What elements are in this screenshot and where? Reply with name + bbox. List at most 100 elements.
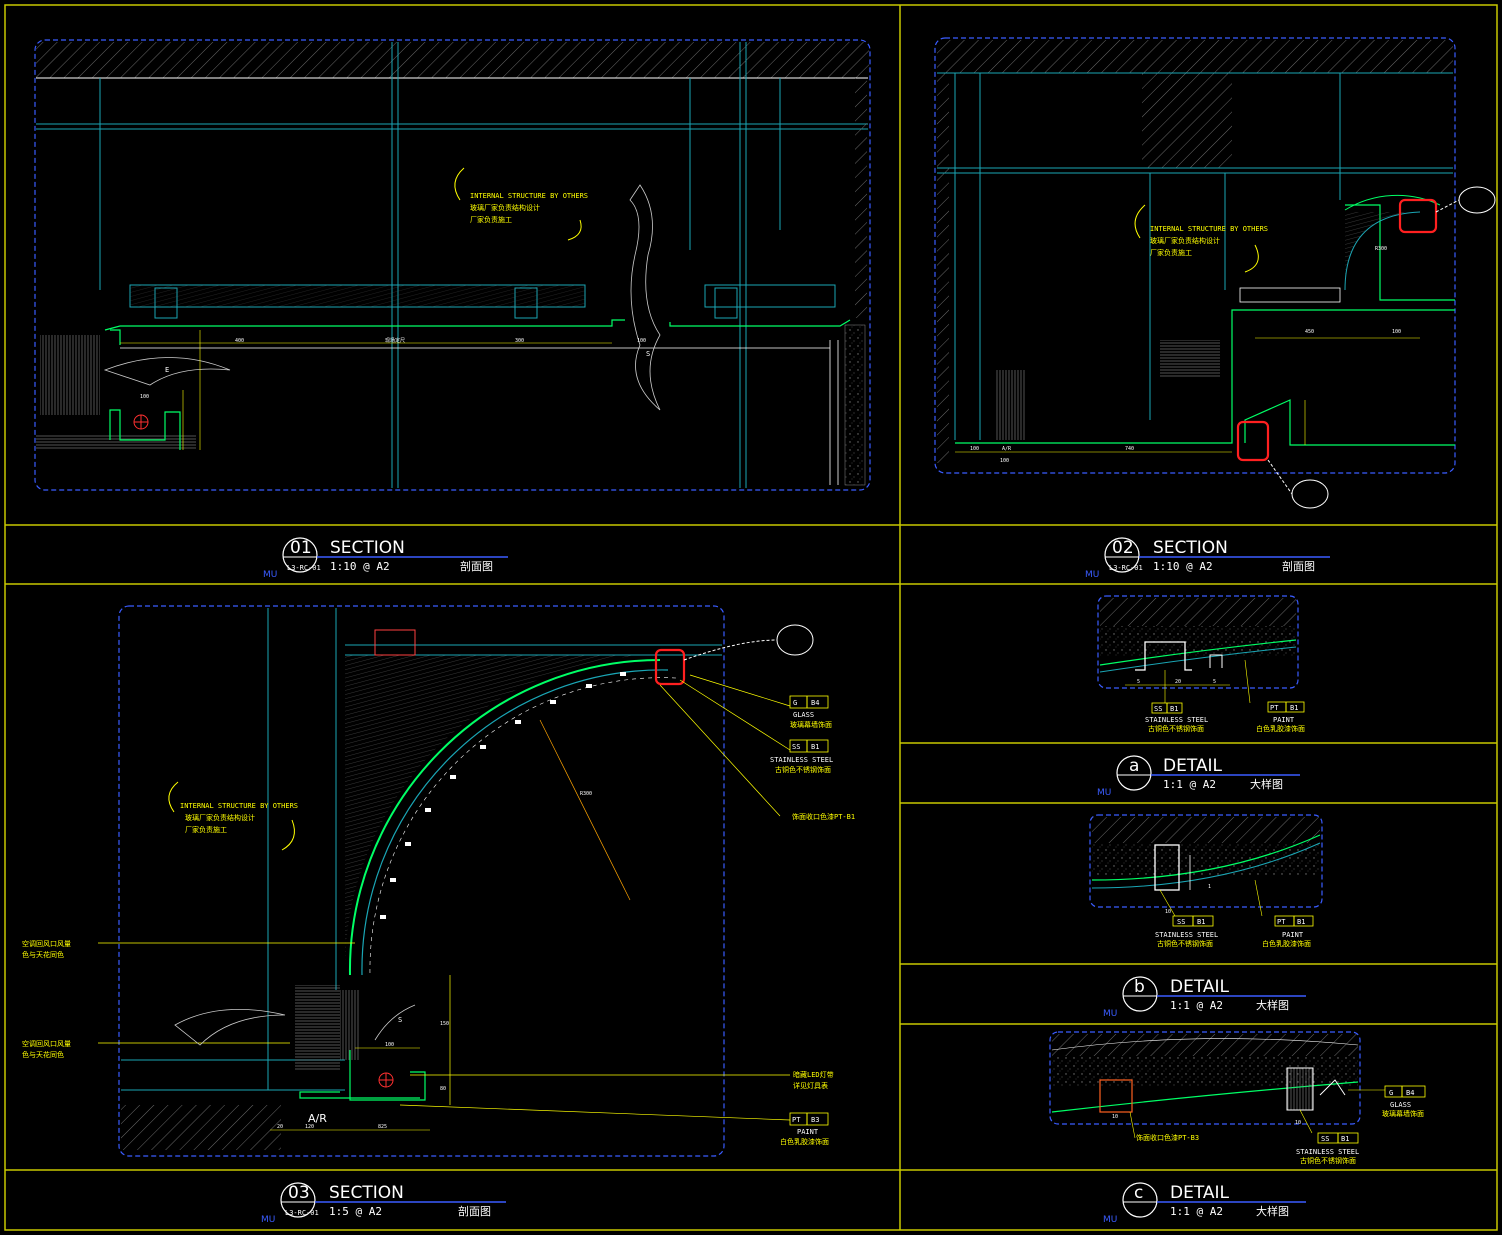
s03-ar-label: A/R bbox=[308, 1112, 327, 1125]
da-ss-cn: 古铜色不锈钢饰面 bbox=[1148, 724, 1204, 733]
da-dim-5: 5 bbox=[1137, 679, 1140, 685]
db-mu: MU bbox=[1103, 1009, 1117, 1019]
s03-vent-note3: 空调回风口风量 bbox=[22, 1039, 71, 1048]
s03-ref: L3-RC-01 bbox=[285, 1209, 319, 1217]
dc-glass-label: GLASS bbox=[1390, 1101, 1411, 1109]
da-mu: MU bbox=[1097, 788, 1111, 798]
da-pt-cn: 白色乳胶漆饰面 bbox=[1256, 724, 1305, 733]
s03-ref-bubble bbox=[776, 624, 814, 656]
s02-internal-structure: INTERNAL STRUCTURE BY OTHERS bbox=[1150, 225, 1268, 233]
dc-mu: MU bbox=[1103, 1215, 1117, 1225]
detail-a-drawing: 5 20 5 SS B1 STAINLESS STEEL 古铜色不锈钢饰面 PT… bbox=[1097, 595, 1305, 733]
s03-vent-note4: 色与天花同色 bbox=[22, 1050, 64, 1059]
da-tag-ss: SS bbox=[1154, 705, 1162, 713]
s03-tag-ss: SS bbox=[792, 743, 800, 751]
s03-airflow-s: S bbox=[398, 1016, 402, 1024]
s02-cn: 剖面图 bbox=[1282, 559, 1315, 573]
s02-dim-ar: A/R bbox=[1002, 446, 1012, 452]
s03-scale: 1:5 @ A2 bbox=[329, 1205, 382, 1218]
dc-number: c bbox=[1134, 1183, 1143, 1203]
s03-pt-cn: 白色乳胶漆饰面 bbox=[780, 1137, 829, 1146]
s03-ss-label: STAINLESS STEEL bbox=[770, 756, 833, 764]
s01-ref: L3-RC-01 bbox=[287, 564, 321, 572]
s03-ptb1-note: 饰面收口色漆PT-B1 bbox=[792, 812, 855, 821]
detail-b-drawing: 10 1 SS B1 STAINLESS STEEL 古铜色不锈钢饰面 PT B… bbox=[1089, 814, 1323, 948]
dc-dim-10: 10 bbox=[1112, 1114, 1118, 1120]
dc-tag-b4: B4 bbox=[1406, 1089, 1414, 1097]
sheet-frame bbox=[4, 4, 1498, 1231]
section-02-drawing: INTERNAL STRUCTURE BY OTHERS 玻璃厂家负责结构设计 … bbox=[934, 37, 1496, 509]
s03-tag-b4: B4 bbox=[811, 699, 819, 707]
dc-tag-b1: B1 bbox=[1341, 1135, 1349, 1143]
s02-ref-bubble-b bbox=[1291, 479, 1329, 509]
s03-tag-pt: PT bbox=[792, 1116, 801, 1124]
s03-dim-825: 825 bbox=[378, 1124, 387, 1130]
s02-dim-740: 740 bbox=[1125, 446, 1134, 452]
s02-dim-r300: R300 bbox=[1375, 246, 1387, 252]
dc-glass-cn: 玻璃幕墙饰面 bbox=[1382, 1109, 1424, 1118]
title-block-01: 01 L3-RC-01 SECTION 1:10 @ A2 剖面图 MU bbox=[263, 537, 508, 580]
da-dim-20: 20 bbox=[1175, 679, 1181, 685]
db-number: b bbox=[1134, 977, 1145, 997]
da-pt-label: PAINT bbox=[1273, 716, 1295, 724]
s02-title: SECTION bbox=[1153, 538, 1228, 558]
s03-ss-cn: 古铜色不锈钢饰面 bbox=[775, 765, 831, 774]
s03-mu: MU bbox=[261, 1215, 275, 1225]
s02-mu: MU bbox=[1085, 570, 1099, 580]
s03-dim-80: 80 bbox=[440, 1086, 446, 1092]
s01-scale: 1:10 @ A2 bbox=[330, 560, 390, 573]
dc-dim-10b: 10 bbox=[1295, 1120, 1301, 1126]
db-tag-pt: PT bbox=[1277, 918, 1286, 926]
s02-ref: L3-RC-01 bbox=[1109, 564, 1143, 572]
title-block-03: 03 L3-RC-01 SECTION 1:5 @ A2 剖面图 MU bbox=[261, 1182, 506, 1225]
s01-cn: 剖面图 bbox=[460, 559, 493, 573]
db-title: DETAIL bbox=[1170, 977, 1230, 997]
dc-ss-cn: 古铜色不锈钢饰面 bbox=[1300, 1156, 1356, 1165]
s03-dim-100: 100 bbox=[385, 1042, 394, 1048]
s03-callout-box bbox=[654, 648, 686, 686]
s02-callout-box-a bbox=[1398, 198, 1438, 234]
dc-cn: 大样图 bbox=[1256, 1204, 1289, 1218]
da-tag-b1: B1 bbox=[1170, 705, 1178, 713]
airflow-s-label: S bbox=[646, 350, 650, 358]
db-pt-cn: 白色乳胶漆饰面 bbox=[1262, 939, 1311, 948]
s03-dim-120: 120 bbox=[305, 1124, 314, 1130]
s03-internal-structure: INTERNAL STRUCTURE BY OTHERS bbox=[180, 802, 298, 810]
s01-internal-structure: INTERNAL STRUCTURE BY OTHERS bbox=[470, 192, 588, 200]
s02-dim-100: 100 bbox=[970, 446, 979, 452]
s03-vent-note2: 色与天花同色 bbox=[22, 950, 64, 959]
detail-c-drawing: 10 10 饰面收口色漆PT-B3 SS B1 STAINLESS STEEL … bbox=[1049, 1031, 1426, 1165]
dc-tag-g: G bbox=[1389, 1089, 1393, 1097]
da-scale: 1:1 @ A2 bbox=[1163, 778, 1216, 791]
section-03-drawing: R300 G B4 GLASS 玻璃幕墙饰面 SS B1 STAINLESS S… bbox=[22, 605, 855, 1157]
title-block-02: 02 L3-RC-01 SECTION 1:10 @ A2 剖面图 MU bbox=[1085, 537, 1330, 580]
dc-title: DETAIL bbox=[1170, 1183, 1230, 1203]
s02-dim-100b: 100 bbox=[1000, 458, 1009, 464]
s03-dim-r300: R300 bbox=[580, 791, 592, 797]
title-block-detail-c: c DETAIL 1:1 @ A2 大样图 MU bbox=[1103, 1182, 1306, 1225]
s02-ref-bubble-a bbox=[1458, 186, 1496, 214]
db-cn: 大样图 bbox=[1256, 998, 1289, 1012]
s01-mu: MU bbox=[263, 570, 277, 580]
s01-dim-100: 100 bbox=[637, 338, 646, 344]
s03-tag-g: G bbox=[793, 699, 797, 707]
s01-dim-site: 现场定尺 bbox=[385, 337, 405, 344]
da-cn: 大样图 bbox=[1250, 777, 1283, 791]
s03-internal-cn1: 玻璃厂家负责结构设计 bbox=[185, 813, 255, 822]
s02-dim-450: 450 bbox=[1305, 329, 1314, 335]
dc-ss-label: STAINLESS STEEL bbox=[1296, 1148, 1359, 1156]
db-pt-label: PAINT bbox=[1282, 931, 1304, 939]
s02-number: 02 bbox=[1112, 538, 1134, 558]
s03-led-note1: 暗藏LED灯带 bbox=[793, 1070, 834, 1079]
da-tag-pt: PT bbox=[1270, 704, 1279, 712]
db-ss-cn: 古铜色不锈钢饰面 bbox=[1157, 939, 1213, 948]
s01-dim-300: 300 bbox=[515, 338, 524, 344]
da-title: DETAIL bbox=[1163, 756, 1223, 776]
s01-number: 01 bbox=[290, 538, 312, 558]
s01-internal-cn1: 玻璃厂家负责结构设计 bbox=[470, 203, 540, 212]
db-tag-pt-b1: B1 bbox=[1297, 918, 1305, 926]
s02-callout-box-b bbox=[1236, 420, 1270, 462]
s03-tag-b3: B3 bbox=[811, 1116, 819, 1124]
db-dim-1: 1 bbox=[1208, 884, 1211, 890]
